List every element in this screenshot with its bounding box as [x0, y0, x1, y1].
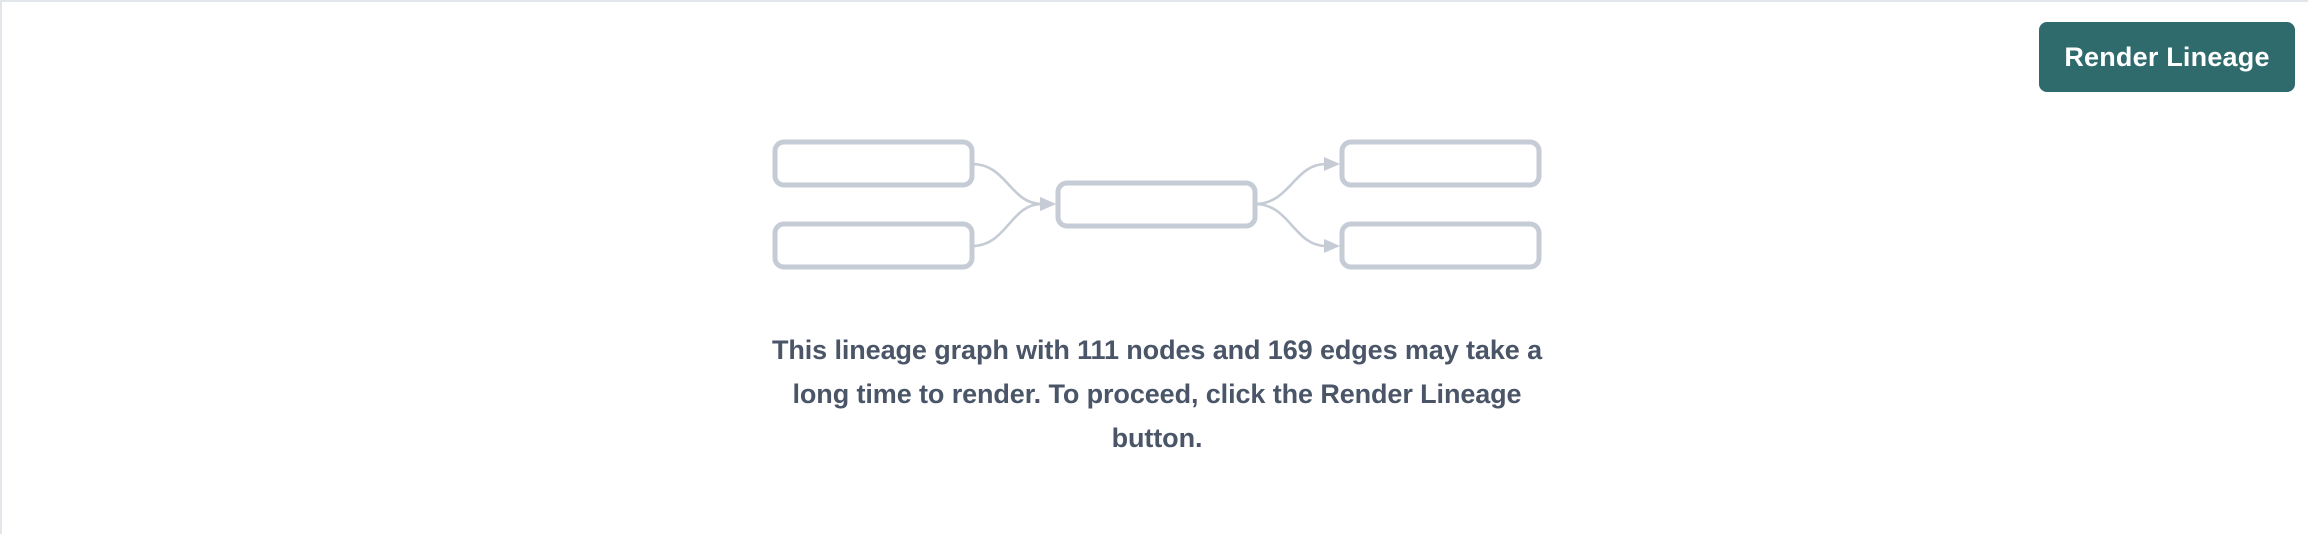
graph-node-upstream-2: [772, 221, 975, 270]
edge-path: [971, 162, 1043, 206]
graph-node-downstream-2: [1339, 221, 1542, 270]
edge-upstream-2-to-focus: [971, 197, 1056, 248]
edge-path: [971, 202, 1043, 248]
graph-node-focus: [1055, 180, 1258, 229]
graph-node-upstream-1: [772, 139, 975, 188]
edge-focus-to-downstream-1: [1254, 157, 1340, 206]
render-lineage-button[interactable]: Render Lineage: [2039, 22, 2295, 92]
edge-arrowhead: [1040, 197, 1056, 211]
edge-upstream-1-to-focus: [971, 162, 1056, 211]
lineage-warning-message: This lineage graph with 111 nodes and 16…: [771, 335, 1542, 453]
graph-node-downstream-1: [1339, 139, 1542, 188]
edge-arrowhead: [1324, 239, 1340, 253]
edge-path: [1254, 162, 1327, 206]
edge-focus-to-downstream-2: [1254, 202, 1340, 253]
edge-arrowhead: [1324, 157, 1340, 171]
edge-path: [1254, 202, 1327, 248]
edge-arrowhead: [1040, 197, 1056, 211]
